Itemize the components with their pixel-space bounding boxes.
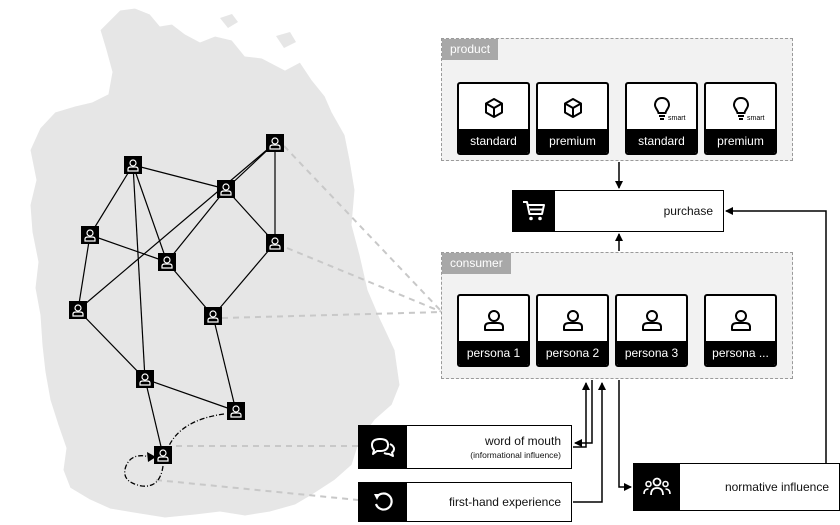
persona-card-1[interactable]: persona 1 (457, 294, 530, 367)
smart-bulb-icon: smart (706, 90, 775, 126)
first-hand-experience-label: first-hand experience (448, 495, 561, 509)
persona-label: persona ... (706, 341, 775, 365)
person-icon (617, 302, 686, 338)
normative-influence-box[interactable]: normative influence (633, 463, 840, 511)
network-edge (77, 309, 146, 380)
purchase-label: purchase (663, 204, 713, 218)
smart-badge: smart (747, 115, 765, 122)
persona-label: persona 2 (538, 341, 607, 365)
network-edge (212, 242, 276, 317)
product-card-smart-premium[interactable]: smart premium (704, 82, 777, 155)
network-edge (77, 234, 91, 311)
product-card-premium[interactable]: premium (536, 82, 609, 155)
consumer-tag: consumer (442, 253, 511, 274)
consumer-node (81, 226, 99, 244)
network-edge (89, 164, 134, 236)
consumer-node (124, 156, 142, 174)
consumer-node (217, 180, 235, 198)
smart-bulb-icon: smart (627, 90, 696, 126)
cube-icon (459, 90, 528, 126)
smart-badge: smart (668, 115, 686, 122)
consumer-node (158, 253, 176, 271)
product-card-standard[interactable]: standard (457, 82, 530, 155)
network-edge (144, 378, 164, 456)
word-of-mouth-sublabel: (informational influence) (470, 450, 561, 460)
consumer-node (266, 234, 284, 252)
consumer-node (227, 402, 245, 420)
loop-arrowhead (147, 452, 156, 462)
product-label: standard (459, 129, 528, 153)
network-edge (132, 164, 227, 190)
product-label: premium (706, 129, 775, 153)
network-edge (89, 234, 168, 263)
product-tag: product (442, 39, 499, 60)
cube-icon (538, 90, 607, 126)
first-hand-experience-box[interactable]: first-hand experience (358, 482, 572, 522)
consumer-node (136, 370, 154, 388)
network-edge (77, 142, 276, 311)
network-edge (132, 164, 168, 263)
cart-icon (513, 191, 555, 231)
persona-label: persona 3 (617, 341, 686, 365)
pointer-line (283, 145, 443, 313)
pointer-line (221, 311, 443, 319)
word-of-mouth-path (167, 413, 225, 449)
network-edge (144, 378, 237, 412)
product-card-smart-standard[interactable]: smart standard (625, 82, 698, 155)
persona-label: persona 1 (459, 341, 528, 365)
consumer-node (154, 446, 172, 464)
replay-icon (359, 483, 407, 521)
person-icon (538, 302, 607, 338)
product-label: standard (627, 129, 696, 153)
group-icon (634, 464, 680, 510)
persona-card-2[interactable]: persona 2 (536, 294, 609, 367)
network-edge (166, 188, 227, 263)
product-label: premium (538, 129, 607, 153)
coast-island (276, 32, 296, 48)
germany-outline (29, 7, 401, 519)
consumer-node (266, 134, 284, 152)
word-of-mouth-label: word of mouth (484, 434, 561, 448)
purchase-box[interactable]: purchase (512, 190, 724, 232)
normative-influence-label: normative influence (724, 480, 829, 494)
chat-icon (359, 426, 407, 468)
consumer-node (69, 301, 87, 319)
network-edge (212, 315, 237, 412)
persona-card-3[interactable]: persona 3 (615, 294, 688, 367)
experience-loop (124, 455, 164, 487)
person-icon (706, 302, 775, 338)
word-of-mouth-box[interactable]: word of mouth (informational influence) (358, 425, 572, 469)
person-icon (459, 302, 528, 338)
consumer-node (204, 307, 222, 325)
coast-island (220, 14, 238, 28)
network-edge (132, 164, 146, 380)
pointer-line (155, 479, 359, 501)
pointer-line (286, 247, 443, 313)
persona-card-more[interactable]: persona ... (704, 294, 777, 367)
